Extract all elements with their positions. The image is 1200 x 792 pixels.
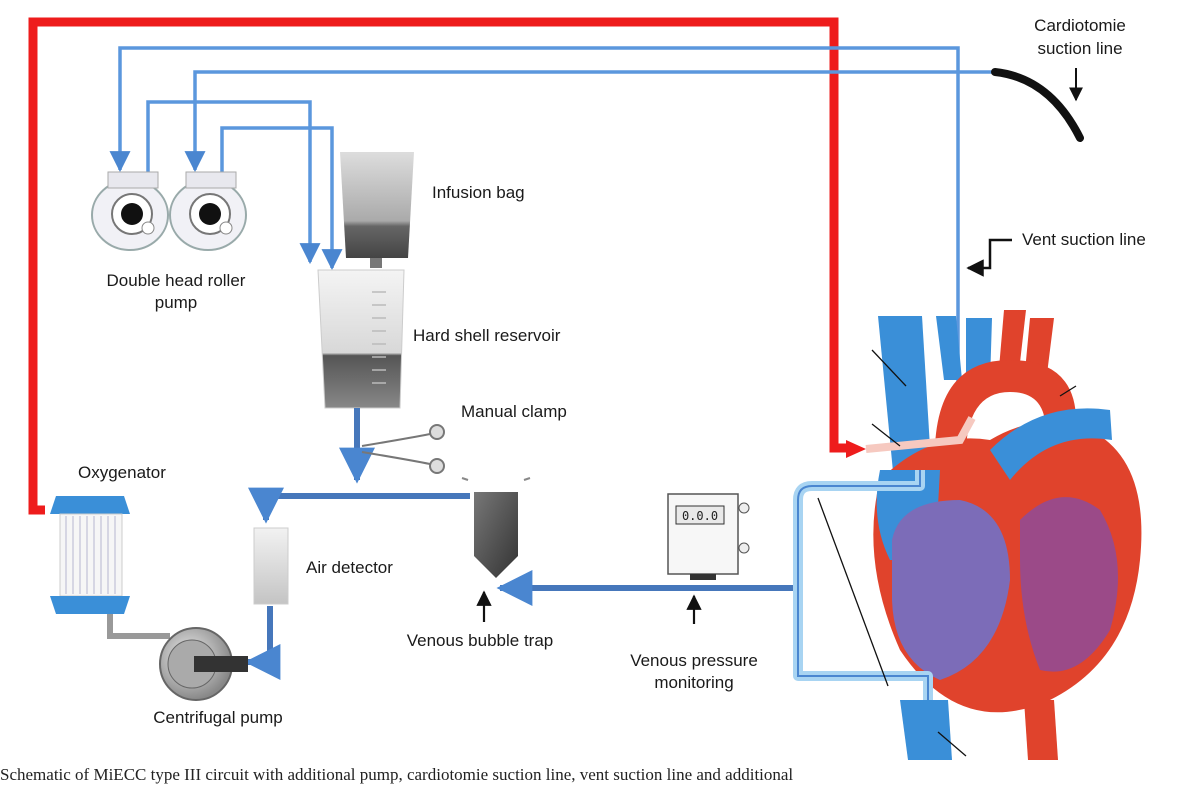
pressure-monitor-label-line1: Venous pressure (630, 651, 758, 670)
roller-pump-head-2 (169, 171, 247, 251)
cardiotomie-label-line1: Cardiotomie (1034, 16, 1126, 35)
vent-suction-label: Vent suction line (1022, 230, 1146, 249)
cardiotomie-suction-tip (991, 68, 1084, 142)
pump2-to-reservoir-line (220, 126, 343, 271)
centrifugal-pump-label: Centrifugal pump (153, 708, 282, 727)
monitor-display-readout: 0.0.0 (682, 509, 718, 523)
venous-drainage-cannula-outline (797, 470, 929, 700)
heart-illustration (873, 310, 1142, 760)
centrifugal-pump (159, 627, 248, 701)
figure-caption: Schematic of MiECC type III circuit with… (0, 765, 794, 784)
double-head-roller-pump (91, 171, 247, 251)
air-detector-label: Air detector (306, 558, 393, 577)
pump1-to-reservoir-line (146, 100, 321, 265)
infusion-bag (340, 152, 414, 268)
infusion-bag-label: Infusion bag (432, 183, 525, 202)
roller-pump-head-1 (91, 171, 169, 251)
roller-pump-label-line2: pump (155, 293, 198, 312)
arterial-line-arrowhead (846, 440, 866, 458)
air-detector (253, 527, 289, 605)
air-detector-to-centrifugal-line (244, 606, 281, 680)
mieccc-circuit-diagram: 0.0.0 (28, 16, 1146, 760)
oxygenator-label: Oxygenator (78, 463, 166, 482)
roller-pump-label-line1: Double head roller (107, 271, 246, 290)
cardiotomie-suction-line (184, 70, 998, 173)
venous-bubble-trap (461, 477, 531, 578)
cardiotomie-label-line2: suction line (1037, 39, 1122, 58)
vent-suction-line (109, 46, 960, 555)
pressure-monitor-label-line2: monitoring (654, 673, 733, 692)
heart-pointer-lines (817, 349, 1077, 757)
venous-pressure-monitor: 0.0.0 (667, 493, 750, 580)
arterial-cannula (865, 416, 976, 453)
reservoir-to-air-detector-line (248, 487, 470, 524)
arterial-line (28, 17, 852, 515)
manual-clamp-label: Manual clamp (461, 402, 567, 421)
manual-clamp (361, 424, 445, 474)
oxygenator-to-centrifugal-connector (107, 614, 170, 639)
vent-suction-pointer-arrow (966, 238, 1012, 277)
bubble-trap-label: Venous bubble trap (407, 631, 554, 650)
oxygenator (50, 496, 130, 614)
reservoir-label: Hard shell reservoir (413, 326, 561, 345)
hard-shell-reservoir (317, 269, 405, 409)
